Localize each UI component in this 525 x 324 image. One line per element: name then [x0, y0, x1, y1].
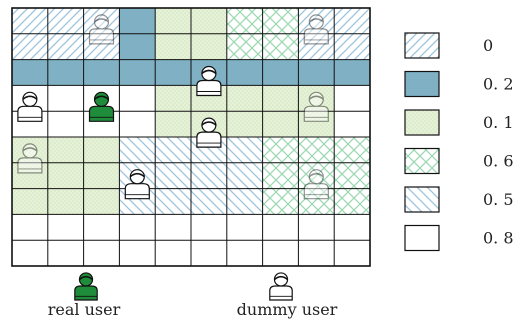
- dummy-user-icon: [124, 169, 150, 200]
- users-layer: [17, 14, 329, 200]
- real-user-label: real user: [48, 300, 121, 319]
- dummy-user-icon: [303, 91, 329, 122]
- legend-item: 0. 1: [404, 109, 514, 136]
- grid-region-p01: [12, 137, 120, 215]
- legend-label: 0. 2: [483, 75, 514, 94]
- legend-swatch: [404, 224, 440, 252]
- dummy-user-icon: [196, 117, 222, 148]
- dummy-user-icon: [88, 14, 115, 45]
- legend-label: 0. 5: [483, 190, 514, 209]
- legend-item: 0. 5: [404, 186, 514, 213]
- real-user-icon: [88, 91, 115, 122]
- legend-swatch: [404, 109, 440, 136]
- legend-item: 0: [404, 32, 493, 59]
- legend-item: 0. 8: [404, 224, 514, 252]
- legend: 0 0. 2 0. 1 0. 6 0. 5 0. 8: [404, 32, 514, 252]
- legend-label: 0. 6: [483, 152, 514, 171]
- user-key: real user dummy user: [48, 272, 338, 319]
- legend-swatch: [404, 147, 440, 175]
- legend-item: 0. 6: [404, 147, 514, 175]
- dummy-user-icon: [196, 65, 222, 97]
- legend-label: 0. 8: [483, 229, 514, 248]
- dummy-user-icon: [17, 91, 43, 122]
- legend-label: 0. 1: [483, 113, 514, 132]
- legend-swatch: [404, 70, 440, 98]
- real-user-glyph: [74, 272, 98, 301]
- grid-region-p06: [262, 137, 370, 215]
- dummy-user-icon: [303, 14, 329, 45]
- grid-lines: [11, 7, 371, 267]
- real-user-key-icon: [74, 272, 98, 301]
- dummy-user-key-icon: [269, 272, 293, 301]
- legend-item: 0. 2: [404, 70, 514, 98]
- dummy-user-glyph: [269, 272, 293, 301]
- dummy-user-label: dummy user: [237, 300, 338, 319]
- legend-swatch: [404, 186, 440, 213]
- dummy-user-icon: [17, 143, 43, 174]
- legend-swatch: [404, 32, 440, 59]
- grid-map: [11, 7, 371, 267]
- dummy-user-icon: [303, 169, 329, 200]
- legend-label: 0: [483, 36, 493, 55]
